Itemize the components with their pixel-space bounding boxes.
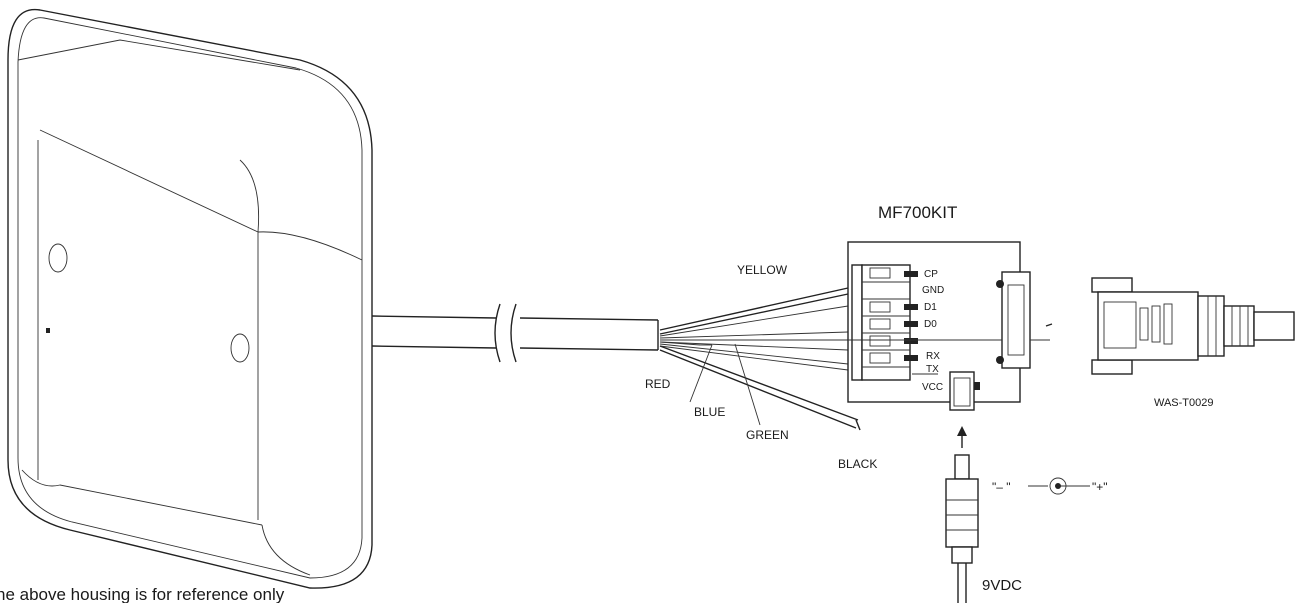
cable bbox=[371, 303, 659, 363]
wire-labels: YELLOW RED BLUE GREEN BLACK bbox=[645, 263, 877, 471]
kit-title: MF700KIT bbox=[878, 203, 957, 222]
terminal-label-d1: D1 bbox=[924, 302, 937, 313]
wire-label-green: GREEN bbox=[746, 428, 789, 442]
wires bbox=[659, 287, 861, 431]
polarity-symbol: "– " "+" bbox=[992, 477, 1108, 495]
terminal-label-tx: TX bbox=[926, 364, 939, 375]
connector-label: WAS-T0029 bbox=[1154, 397, 1214, 409]
was-t0029-connector: WAS-T0029 bbox=[1091, 277, 1295, 409]
terminal-label-rx: RX bbox=[926, 351, 940, 362]
reader-housing bbox=[7, 8, 373, 589]
power-plug: 9VDC bbox=[945, 426, 1022, 603]
wire-label-blue: BLUE bbox=[694, 405, 725, 419]
terminal-label-vcc: VCC bbox=[922, 382, 943, 393]
footnote: he above housing is for reference only bbox=[0, 585, 285, 603]
terminal-label-gnd: GND bbox=[922, 285, 944, 296]
mf700kit-board: MF700KIT CP GND D1 D0 RX TX VCC bbox=[847, 203, 1053, 411]
wire-label-red: RED bbox=[645, 377, 671, 391]
wire-label-yellow: YELLOW bbox=[737, 263, 788, 277]
polarity-plus: "+" bbox=[1092, 480, 1108, 494]
polarity-minus: "– " bbox=[992, 480, 1011, 494]
power-label: 9VDC bbox=[982, 577, 1022, 594]
terminal-label-cp: CP bbox=[924, 269, 938, 280]
wire-label-black: BLACK bbox=[838, 457, 877, 471]
terminal-label-d0: D0 bbox=[924, 319, 937, 330]
